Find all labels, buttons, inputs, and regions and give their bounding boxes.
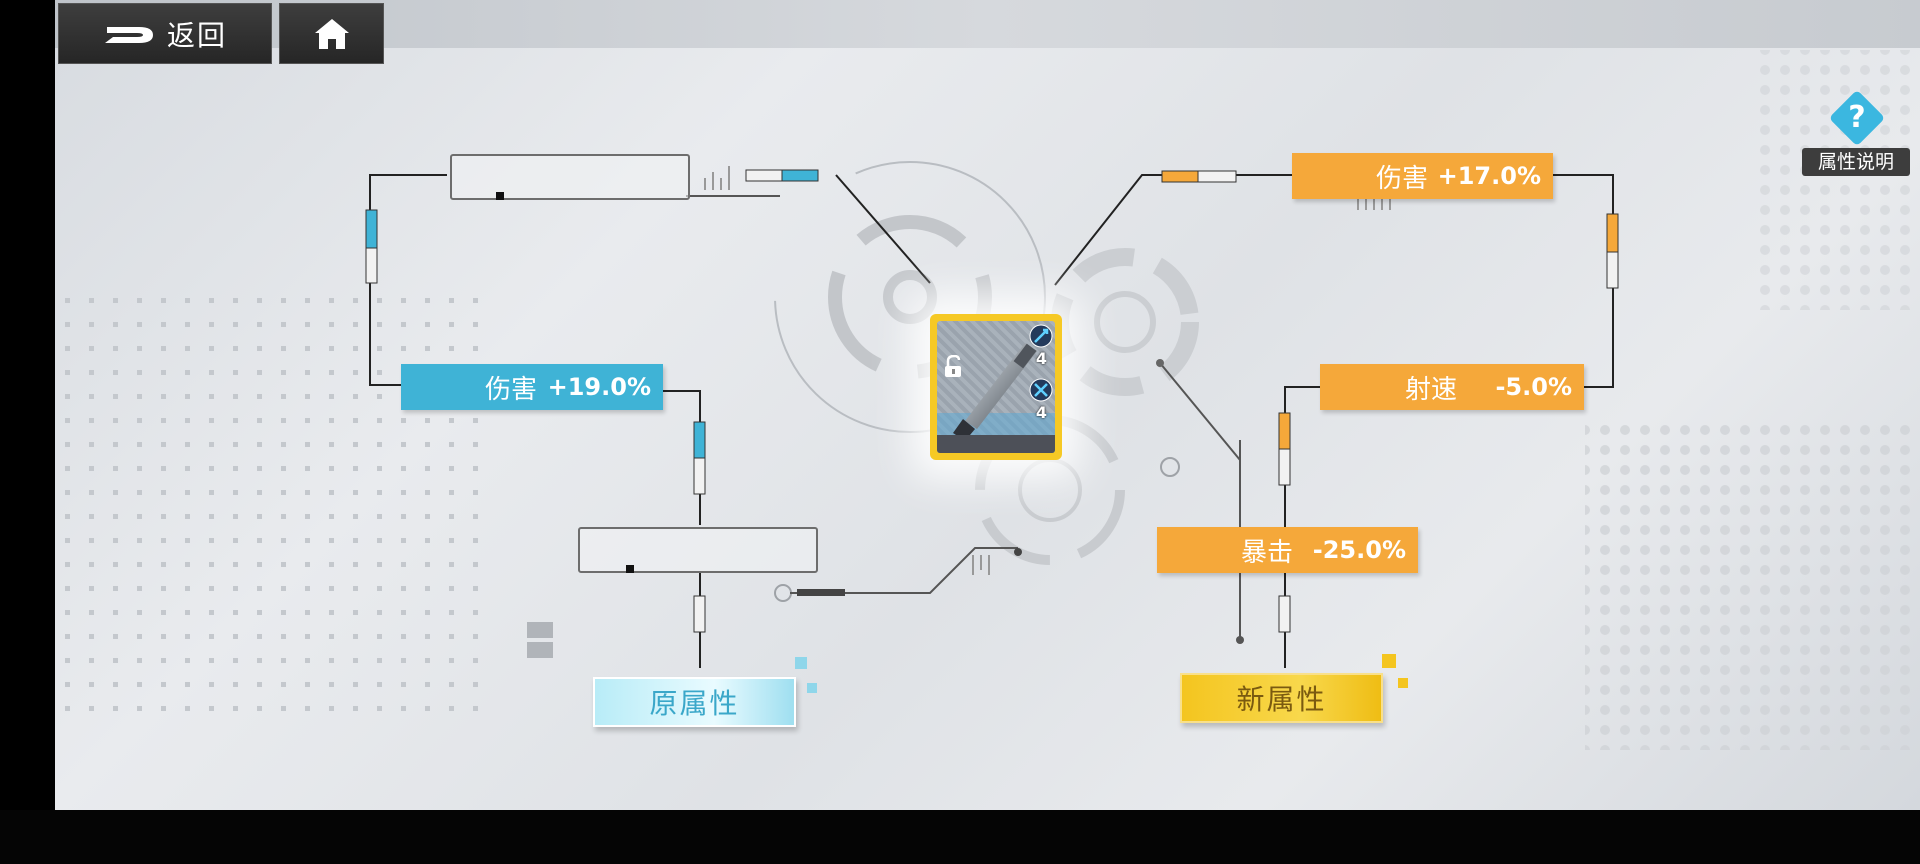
tag-label: 新属性 <box>1236 683 1327 716</box>
stat-value: +19.0% <box>547 373 651 401</box>
chip-a-icon <box>1029 324 1053 348</box>
background-decoration <box>55 50 1920 750</box>
bottom-bar <box>0 810 1920 864</box>
chip-count: 4 <box>1035 349 1047 368</box>
back-arrow-icon <box>104 26 153 43</box>
stat-value: -25.0% <box>1312 536 1406 564</box>
help-symbol: ? <box>1848 100 1866 135</box>
help-label: 属性说明 <box>1802 148 1910 176</box>
original-attributes-tag: 原属性 <box>593 677 796 727</box>
chip-count: 4 <box>1035 403 1047 422</box>
unlock-icon <box>945 355 961 377</box>
back-label: 返回 <box>166 18 227 52</box>
original-stat-row: 伤害 +19.0% <box>401 364 663 410</box>
new-attributes-tag: 新属性 <box>1180 673 1383 723</box>
home-icon <box>314 18 349 49</box>
weapon-card-footer <box>937 435 1055 453</box>
new-stat-row: 射速 -5.0% <box>1320 364 1584 410</box>
home-button[interactable] <box>279 3 384 64</box>
back-button[interactable]: 返回 <box>58 3 272 64</box>
stat-name: 暴击 <box>1241 537 1294 568</box>
chip-b-icon <box>1029 378 1053 402</box>
tag-label: 原属性 <box>649 687 740 720</box>
new-stat-row: 暴击 -25.0% <box>1157 527 1418 573</box>
stat-value: -5.0% <box>1495 373 1572 401</box>
stat-name: 伤害 <box>1376 163 1429 194</box>
attribute-compare-screen <box>55 0 1920 810</box>
new-stat-row: 伤害 +17.0% <box>1292 153 1553 199</box>
original-empty-slot <box>578 527 818 573</box>
original-empty-slot <box>450 154 690 200</box>
help-button[interactable]: ? 属性说明 <box>1802 89 1910 176</box>
stat-name: 射速 <box>1405 374 1458 405</box>
stat-name: 伤害 <box>485 374 538 405</box>
weapon-card[interactable]: 4 4 <box>930 314 1062 460</box>
stat-value: +17.0% <box>1437 162 1541 190</box>
weapon-portrait: 4 4 <box>937 321 1055 453</box>
